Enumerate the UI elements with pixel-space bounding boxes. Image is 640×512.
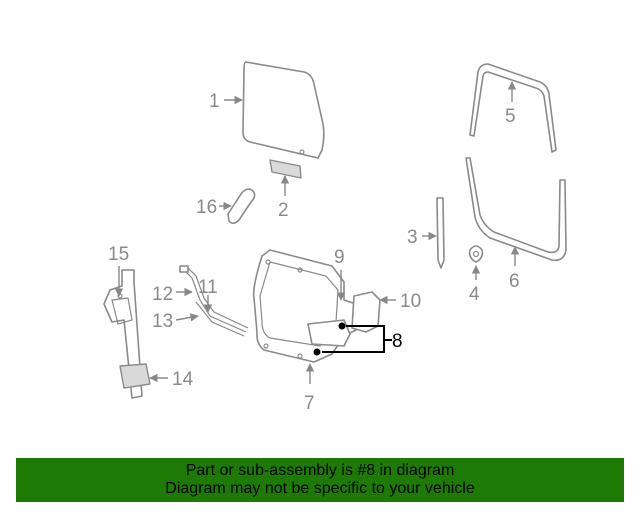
callout-11-label: 11 <box>198 277 218 298</box>
callout-4: 4 <box>469 265 481 305</box>
callout-10: 10 <box>379 291 421 312</box>
callout-13: 13 <box>152 311 199 332</box>
callout-5: 5 <box>505 81 517 127</box>
info-banner: Part or sub-assembly is #8 in diagram Di… <box>16 458 624 502</box>
part-3-lift-rod <box>436 197 445 269</box>
callout-9: 9 <box>334 247 346 301</box>
callout-14-label: 14 <box>172 369 194 390</box>
part-11-12-13-cables <box>179 265 249 337</box>
callout-3-label: 3 <box>407 227 418 248</box>
callout-3: 3 <box>407 227 437 248</box>
callout-1: 1 <box>209 91 243 112</box>
callout-7: 7 <box>304 363 315 414</box>
screw-lower <box>313 348 321 356</box>
part-4-clip <box>468 245 484 263</box>
callout-11: 11 <box>198 277 218 313</box>
part-14-motor <box>119 363 151 389</box>
banner-line-1: Part or sub-assembly is #8 in diagram <box>185 462 455 479</box>
banner-line-2: Diagram may not be specific to your vehi… <box>165 480 475 497</box>
part-16-handle <box>227 188 256 225</box>
callout-16-label: 16 <box>196 197 217 218</box>
callout-15-label: 15 <box>108 244 129 265</box>
callout-10-label: 10 <box>400 291 421 312</box>
callout-16: 16 <box>196 197 232 218</box>
part-5-upper-weatherstrip <box>469 63 557 153</box>
callout-8: 8 <box>322 325 403 353</box>
callout-2-label: 2 <box>278 200 289 221</box>
callout-2: 2 <box>278 175 290 221</box>
callout-6: 6 <box>509 246 520 292</box>
part-2-glass-channel <box>269 159 302 179</box>
callout-1-label: 1 <box>209 91 220 112</box>
callout-8-label: 8 <box>392 331 403 352</box>
callout-13-label: 13 <box>152 311 173 332</box>
callout-5-label: 5 <box>505 106 516 127</box>
part-8-screws <box>307 319 351 356</box>
callout-12: 12 <box>152 284 193 305</box>
callout-6-label: 6 <box>509 271 520 292</box>
callout-9-label: 9 <box>334 247 345 268</box>
callout-7-label: 7 <box>304 393 315 414</box>
screw-upper <box>338 322 346 330</box>
callout-4-label: 4 <box>469 284 480 305</box>
callout-14: 14 <box>149 369 194 390</box>
callout-12-label: 12 <box>152 284 173 305</box>
part-1-door-glass <box>242 61 325 159</box>
callout-15: 15 <box>108 244 129 297</box>
part-6-lower-weatherstrip <box>465 157 567 262</box>
